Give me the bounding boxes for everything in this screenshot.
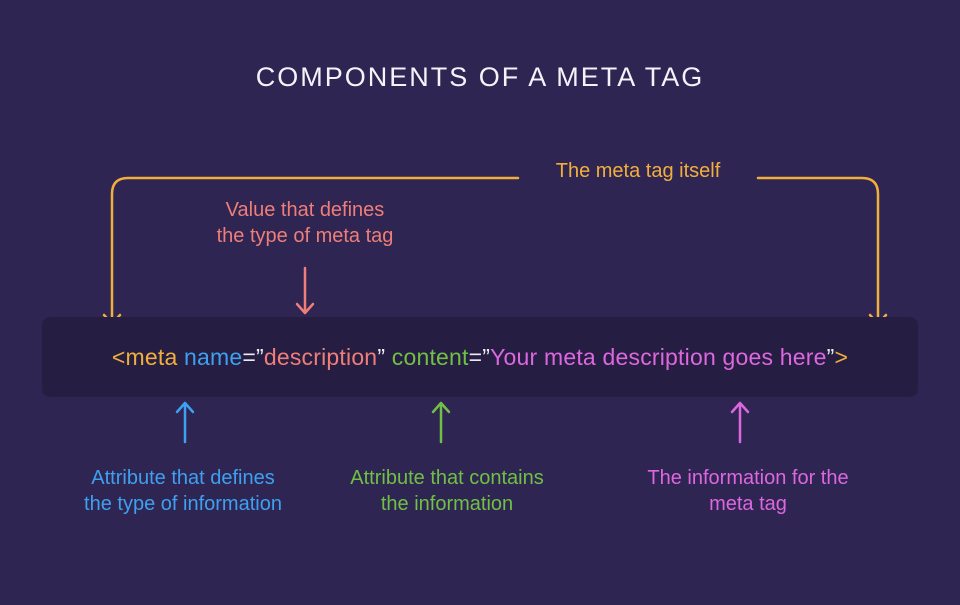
information-up-arrow [730,401,750,444]
label-value-defines: Value that defines the type of meta tag [217,197,394,249]
label-information-for-line1: The information for the [647,467,849,489]
code-segment: <meta [111,343,185,370]
code-segment: =” [468,343,491,370]
code-segment: > [834,343,849,370]
label-attribute-defines: Attribute that defines the type of infor… [84,465,282,517]
label-meta-tag-itself-text: The meta tag itself [555,160,721,182]
content-up-arrow [431,401,451,444]
code-segment: name [184,343,243,370]
code-segment: ” [377,343,392,370]
code-segment: content [391,343,469,370]
label-attribute-contains-line1: Attribute that contains [350,467,544,489]
label-meta-tag-itself: The meta tag itself [556,158,721,184]
code-segment: description [263,343,378,370]
code-box: <meta name=”description” content=”Your m… [42,317,918,397]
code-segment: Your meta description goes here [490,343,827,370]
code-line: <meta name=”description” content=”Your m… [112,344,848,371]
page-title: COMPONENTS OF A META TAG [255,62,705,92]
code-segment: ” [826,343,835,370]
code-segment: =” [242,343,264,370]
label-attribute-defines-line2: the type of information [84,493,282,515]
label-attribute-defines-line1: Attribute that defines [91,467,275,489]
label-value-defines-line2: the type of meta tag [216,225,394,247]
label-attribute-contains: Attribute that contains the information [350,465,543,517]
label-information-for-line2: meta tag [709,493,787,515]
label-information-for: The information for the meta tag [647,465,848,517]
name-up-arrow [175,401,195,444]
value-down-arrow [295,266,315,315]
label-value-defines-line1: Value that defines [225,199,385,221]
label-attribute-contains-line2: the information [380,493,514,515]
